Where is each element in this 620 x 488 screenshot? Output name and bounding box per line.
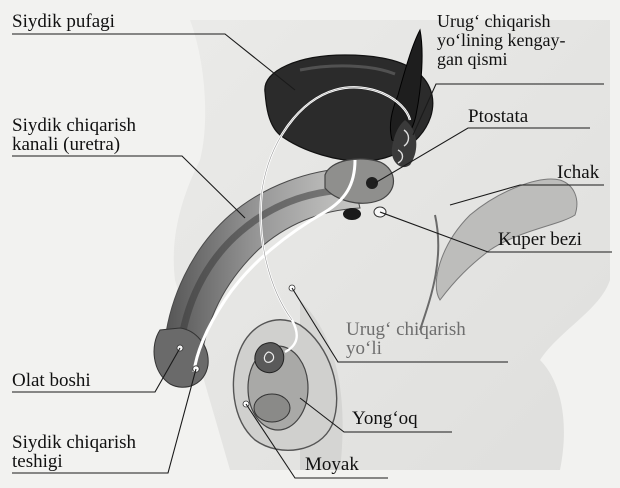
label-glans: Olat boshi: [12, 371, 91, 390]
label-intestine: Ichak: [557, 163, 599, 182]
label-ejaculatory-line-3: gan qismi: [437, 50, 565, 69]
label-prostate-line: Ptostata: [468, 107, 528, 126]
label-intestine-line: Ichak: [557, 163, 599, 182]
label-bladder-line: Siydik pufagi: [12, 12, 115, 31]
label-ejaculatory-line-2: yo‘lining kengay-: [437, 31, 565, 50]
label-urethral-opening-line-2: teshigi: [12, 452, 136, 471]
cowper-gland: [343, 208, 361, 220]
prostate-core: [366, 177, 378, 189]
label-cowper-line: Kuper bezi: [498, 230, 582, 249]
label-urethra: Siydik chiqarish kanali (uretra): [12, 116, 136, 154]
epididymis: [255, 343, 284, 373]
label-urethral-opening-line-1: Siydik chiqarish: [12, 433, 136, 452]
testicle-lobe: [254, 394, 290, 422]
label-urethral-opening: Siydik chiqarish teshigi: [12, 433, 136, 471]
label-urethra-line-2: kanali (uretra): [12, 135, 136, 154]
label-vas-deferens: Urug‘ chiqarish yo‘li: [346, 320, 466, 358]
label-scrotum: Moyak: [305, 455, 359, 474]
label-cowper-gland: Kuper bezi: [498, 230, 582, 249]
label-urethra-line-1: Siydik chiqarish: [12, 116, 136, 135]
label-testicle: Yong‘oq: [352, 409, 418, 428]
label-vas-line-1: Urug‘ chiqarish: [346, 320, 466, 339]
label-testicle-line: Yong‘oq: [352, 409, 418, 428]
label-bladder: Siydik pufagi: [12, 12, 115, 31]
label-ejaculatory-dilation: Urug‘ chiqarish yo‘lining kengay- gan qi…: [437, 12, 565, 69]
prostate: [325, 159, 394, 203]
label-glans-line: Olat boshi: [12, 371, 91, 390]
label-prostate: Ptostata: [468, 107, 528, 126]
label-vas-line-2: yo‘li: [346, 339, 466, 358]
label-ejaculatory-line-1: Urug‘ chiqarish: [437, 12, 565, 31]
label-scrotum-line: Moyak: [305, 455, 359, 474]
